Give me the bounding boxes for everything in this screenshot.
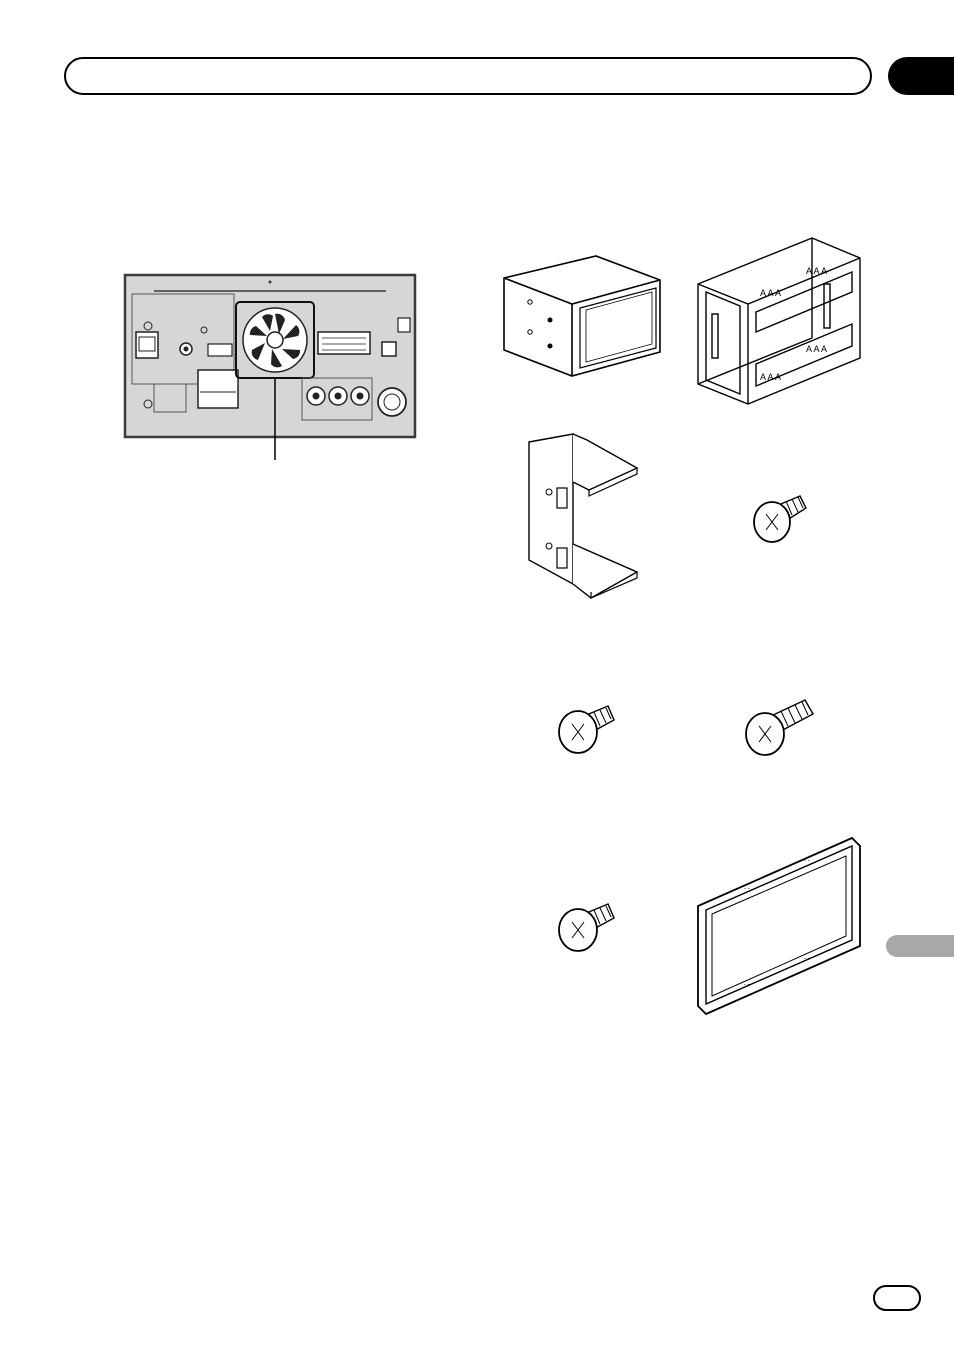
svg-text:- -: - - <box>744 886 750 892</box>
side-index-tab <box>886 935 954 957</box>
screw-illustration <box>556 896 618 954</box>
header-bar <box>64 57 872 95</box>
screw-illustration <box>743 696 815 758</box>
screw-illustration <box>750 488 810 544</box>
mounting-sleeve-illustration: A A A A A A A A A A A A <box>694 234 864 406</box>
side-bracket-illustration <box>527 432 639 600</box>
section-tab <box>888 57 954 95</box>
svg-text:A A A: A A A <box>806 266 827 276</box>
page-number-badge <box>873 1285 921 1311</box>
svg-text:A A A: A A A <box>760 372 781 382</box>
svg-text:A A A: A A A <box>760 288 781 298</box>
svg-text:A A A: A A A <box>806 344 827 354</box>
trim-frame-illustration: - - - - - - - - <box>694 836 862 1016</box>
svg-text:- -: - - <box>744 982 750 988</box>
svg-text:- -: - - <box>804 956 810 962</box>
svg-text:- -: - - <box>804 858 810 864</box>
screw-illustration <box>556 698 618 756</box>
rear-panel-illustration <box>124 274 416 460</box>
head-unit-chassis-illustration <box>500 250 666 380</box>
